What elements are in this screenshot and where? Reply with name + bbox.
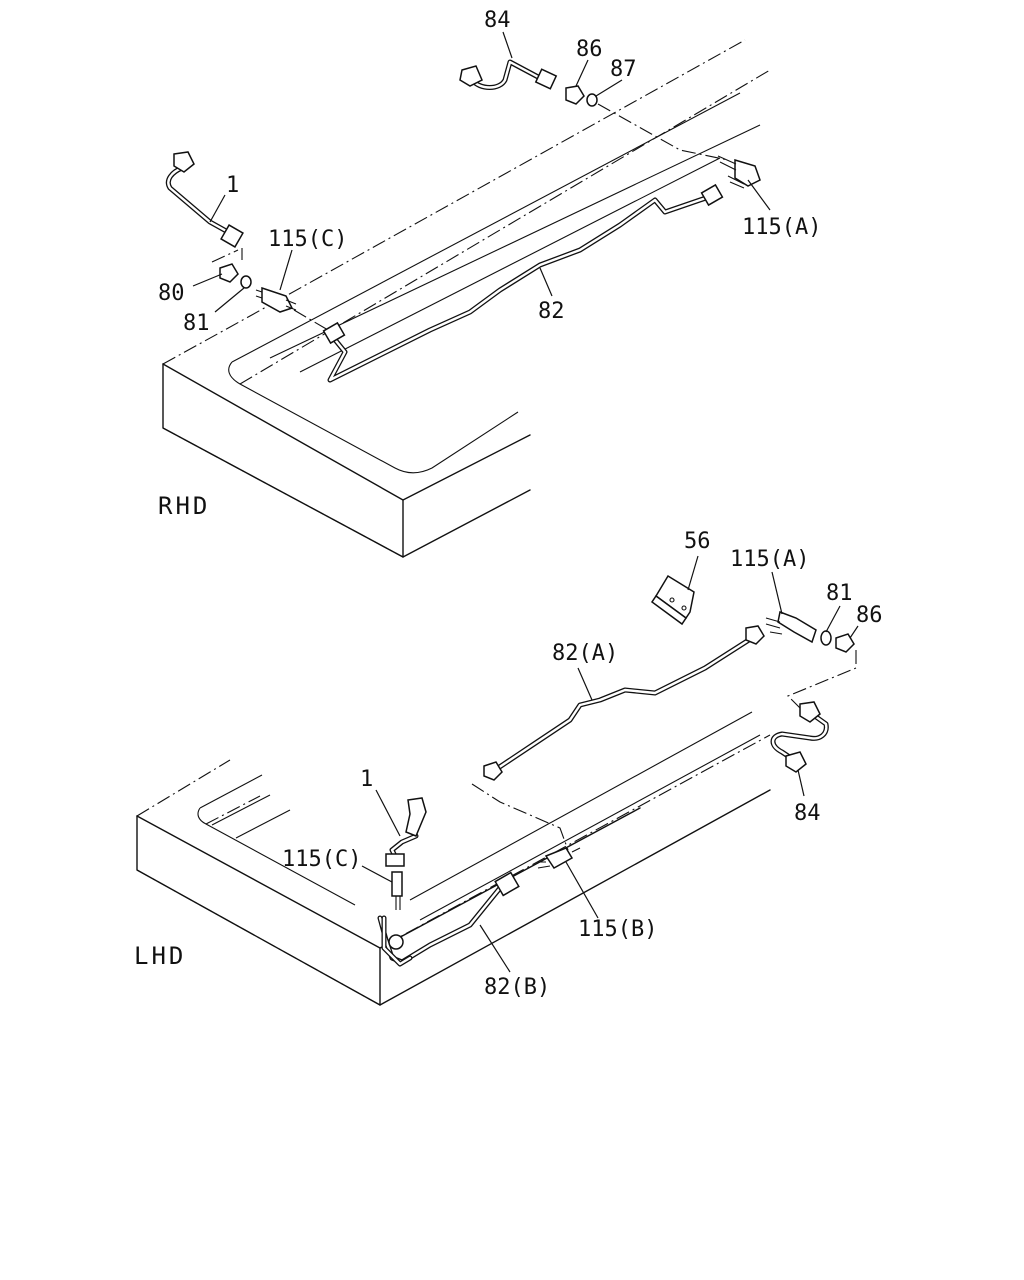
rhd-label-86: 86	[576, 37, 603, 62]
rhd-labels: 84 86 87 1 115(C) 115(A) 80 81 82	[158, 8, 821, 336]
rhd-label-81: 81	[183, 311, 210, 336]
rhd-label-87: 87	[610, 57, 637, 82]
lhd-label-86: 86	[856, 603, 883, 628]
rhd-diagram: 84 86 87 1 115(C) 115(A) 80 81 82 RHD	[158, 8, 821, 558]
lhd-label-82a: 82(A)	[552, 641, 618, 666]
lhd-washer-81	[820, 630, 832, 646]
lhd-bracket-56	[650, 574, 695, 626]
rhd-connector-115c	[255, 286, 297, 313]
lhd-nut-86	[835, 633, 855, 653]
rhd-label-115c: 115(C)	[268, 227, 347, 252]
rhd-label-82: 82	[538, 299, 565, 324]
rhd-pipe-1	[165, 151, 244, 248]
lhd-labels: 56 115(A) 81 86 82(A) 84 1 115(C) 115(B)…	[282, 529, 883, 1000]
lhd-label-115c: 115(C)	[282, 847, 361, 872]
lhd-leaders	[361, 555, 859, 973]
rhd-washer-87	[586, 93, 598, 107]
lhd-pipe-84	[770, 701, 829, 773]
lhd-diagram: 56 115(A) 81 86 82(A) 84 1 115(C) 115(B)…	[134, 529, 883, 1006]
lhd-section-title: LHD	[134, 942, 186, 970]
lhd-label-1: 1	[360, 767, 373, 792]
lhd-label-115a: 115(A)	[730, 547, 809, 572]
lhd-label-81: 81	[826, 581, 853, 606]
rhd-label-115a: 115(A)	[742, 215, 821, 240]
lhd-connector-115a	[765, 610, 817, 644]
lhd-label-56: 56	[684, 529, 711, 554]
rhd-pipe-82	[322, 183, 724, 383]
lhd-pipe-82b	[377, 871, 520, 967]
rhd-washer-81	[240, 275, 252, 289]
lhd-pipe-82a	[483, 625, 765, 781]
rhd-label-1: 1	[226, 173, 239, 198]
rhd-label-84: 84	[484, 8, 511, 33]
lhd-connector-115b	[537, 847, 581, 869]
lhd-frame	[136, 711, 771, 1006]
lhd-label-82b: 82(B)	[484, 975, 550, 1000]
rhd-pipe-84	[459, 59, 558, 90]
rhd-nut-86	[565, 85, 585, 105]
rhd-leaders	[192, 31, 771, 313]
rhd-label-80: 80	[158, 281, 185, 306]
rhd-frame	[162, 39, 771, 558]
lhd-pipe-1	[385, 797, 427, 867]
rhd-nut-80	[219, 263, 239, 283]
rhd-connector-115a	[717, 155, 761, 189]
lhd-label-84: 84	[794, 801, 821, 826]
lhd-connector-115c	[391, 871, 403, 910]
rhd-section-title: RHD	[158, 492, 210, 520]
lhd-label-115b: 115(B)	[578, 917, 657, 942]
